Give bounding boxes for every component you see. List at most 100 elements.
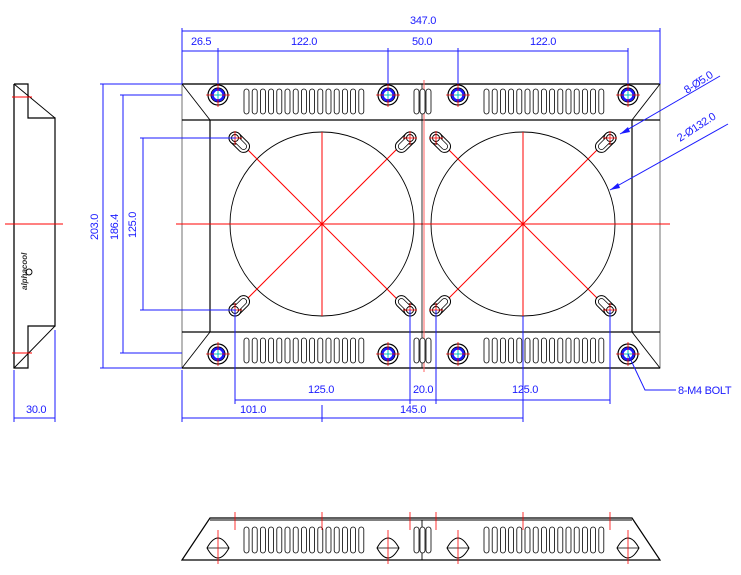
dim-bottom-span-right: 125.0 xyxy=(512,384,538,396)
vent-slot xyxy=(598,526,605,554)
vent-slot xyxy=(276,88,283,115)
dim-fan-center-spacing: 145.0 xyxy=(400,404,426,416)
vent-slot xyxy=(300,88,307,115)
vent-slot xyxy=(333,88,340,115)
vent-slots-bottom xyxy=(243,337,605,364)
vent-slot xyxy=(276,526,283,554)
vent-slot xyxy=(358,88,365,115)
vent-slot xyxy=(300,337,307,364)
vent-slot xyxy=(251,88,258,115)
vent-slot xyxy=(419,526,426,554)
vent-slot xyxy=(565,88,572,115)
dim-top-gap: 50.0 xyxy=(412,36,432,48)
vent-slot xyxy=(350,526,357,554)
vent-slot xyxy=(491,88,498,115)
vent-slot xyxy=(268,88,275,115)
vent-slot xyxy=(358,526,365,554)
vent-slot xyxy=(532,526,539,554)
vent-slot xyxy=(243,337,250,364)
vent-slot xyxy=(491,526,498,554)
dim-bottom-gap: 20.0 xyxy=(413,384,433,396)
dim-hole-spacing-vertical: 125.0 xyxy=(127,212,139,238)
vent-slots-bottom-view xyxy=(243,526,605,554)
bolt-hole xyxy=(206,342,230,366)
vent-slot xyxy=(341,337,348,364)
vent-slot xyxy=(413,526,420,554)
vent-slot xyxy=(483,337,490,364)
vent-slot xyxy=(425,337,432,364)
vent-slot xyxy=(350,88,357,115)
fan-mount-hole xyxy=(429,131,452,153)
vent-slot xyxy=(284,337,291,364)
vent-slot xyxy=(590,88,596,115)
bolt-holes xyxy=(206,83,640,366)
bolt-heads-bottom-view xyxy=(206,512,640,564)
vent-slot xyxy=(590,337,596,364)
vent-slot xyxy=(325,526,332,554)
dimensions-bottom: 125.0 20.0 125.0 101.0 145.0 xyxy=(181,310,611,422)
vent-slot xyxy=(259,88,266,115)
vent-slot xyxy=(341,88,348,115)
vent-slot xyxy=(582,88,588,115)
vent-slot xyxy=(309,88,316,115)
side-logo: alphacool xyxy=(20,252,29,290)
vent-slot xyxy=(268,337,275,364)
bolt-head-side xyxy=(446,530,470,564)
vent-slot xyxy=(333,526,340,554)
vent-slot xyxy=(565,526,572,554)
vent-slot xyxy=(549,526,555,554)
vent-slot xyxy=(499,526,506,554)
vent-slot xyxy=(243,88,250,115)
vent-slot xyxy=(524,88,531,115)
vent-slot xyxy=(499,88,506,115)
fan-mount-hole xyxy=(394,295,417,317)
vent-slot xyxy=(259,337,266,364)
dim-overall-height: 203.0 xyxy=(89,214,101,240)
vent-slot xyxy=(251,337,258,364)
front-view xyxy=(176,80,670,372)
vent-slot xyxy=(425,526,432,554)
vent-slot xyxy=(276,337,283,364)
bottom-view xyxy=(180,512,662,564)
dimensions-left: 203.0 186.4 125.0 xyxy=(89,83,236,369)
fan-mount-hole xyxy=(394,131,417,153)
vent-slot xyxy=(573,88,580,115)
vent-slot xyxy=(284,526,291,554)
vent-slot xyxy=(309,337,316,364)
bolt-head-side xyxy=(376,530,400,564)
vent-slot xyxy=(508,88,515,115)
vent-slot xyxy=(524,526,531,554)
bolt-hole xyxy=(446,342,470,366)
vent-slot xyxy=(598,337,605,364)
callout-fan-openings: 2-Ø132.0 xyxy=(675,111,718,145)
vent-slot xyxy=(549,337,555,364)
vent-slot xyxy=(251,526,258,554)
vent-slot xyxy=(557,88,564,115)
vent-slot xyxy=(358,337,365,364)
vent-slot xyxy=(582,337,588,364)
fan-mount-hole xyxy=(594,295,617,317)
vent-slots-top xyxy=(243,88,605,115)
vent-slot xyxy=(491,337,498,364)
vent-slot xyxy=(325,337,332,364)
vent-slot xyxy=(284,88,291,115)
vent-slot xyxy=(317,526,324,554)
vent-slot xyxy=(259,526,266,554)
vent-slot xyxy=(317,337,324,364)
fan-mount-hole xyxy=(594,131,617,153)
vent-slot xyxy=(565,337,572,364)
bolt-hole xyxy=(446,83,470,107)
vent-slot xyxy=(516,526,523,554)
vent-slot xyxy=(532,88,539,115)
callout-fan-mount-holes: 8-Ø5.0 xyxy=(682,69,715,96)
vent-slot xyxy=(516,88,523,115)
dim-top-offset: 26.5 xyxy=(191,36,211,48)
vent-slot xyxy=(419,337,426,364)
vent-slot xyxy=(541,88,547,115)
bolt-hole xyxy=(376,83,400,107)
fan-mount-hole xyxy=(228,131,251,153)
vent-slot xyxy=(483,526,490,554)
vent-slot xyxy=(292,337,299,364)
vent-slot xyxy=(508,337,515,364)
vent-slot xyxy=(413,88,420,115)
